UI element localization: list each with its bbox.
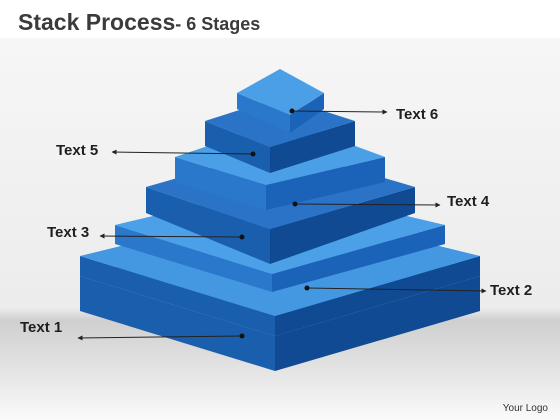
label-text-6: Text 6: [396, 106, 439, 123]
dot-text-2: [304, 285, 310, 291]
dot-text-5: [250, 151, 256, 157]
connector-arrows: [77, 108, 487, 341]
label-text-2: Text 2: [490, 282, 533, 299]
arrow-text-2: [306, 287, 487, 294]
arrow-text-3: [99, 233, 243, 239]
arrow-text-5: [111, 149, 254, 155]
dot-text-6: [289, 108, 295, 114]
dot-text-3: [239, 234, 245, 240]
arrow-text-1: [77, 335, 243, 341]
label-text-4: Text 4: [447, 193, 490, 210]
dot-text-1: [239, 333, 245, 339]
title-main: Stack Process: [18, 9, 176, 35]
label-text-1: Text 1: [20, 319, 63, 336]
label-text-5: Text 5: [56, 142, 99, 159]
dot-text-4: [292, 201, 298, 207]
pyramid-cap: [237, 69, 324, 133]
label-text-3: Text 3: [47, 224, 90, 241]
slide-title: Stack Process- 6 Stages: [18, 7, 260, 41]
logo-text: Your Logo: [502, 403, 548, 414]
title-sub: - 6 Stages: [175, 14, 261, 34]
arrow-text-4: [294, 202, 441, 208]
arrow-text-6: [291, 109, 388, 115]
